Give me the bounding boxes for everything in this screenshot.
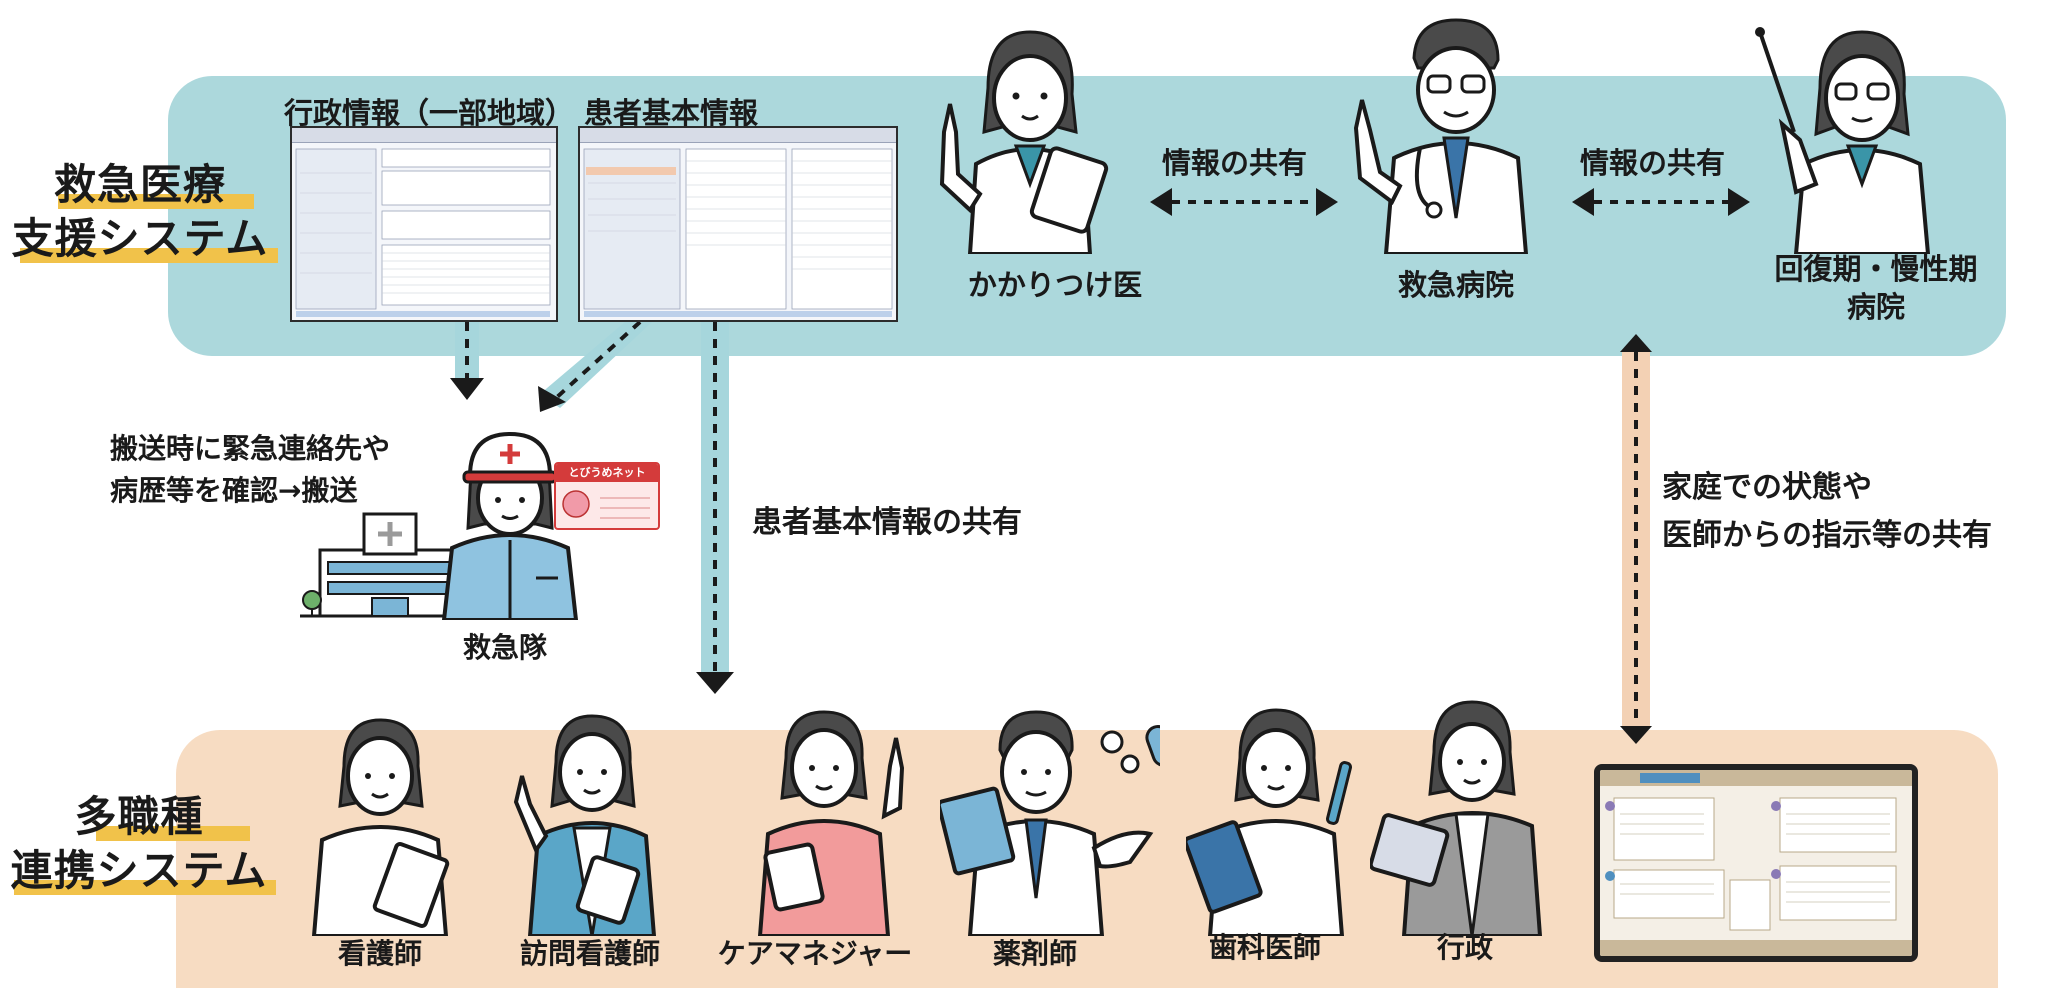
- home-status-share-label: 家庭での状態や 医師からの指示等の共有: [1662, 464, 1992, 560]
- emergency-doctor-illustration: [1353, 18, 1529, 254]
- card-body: [562, 490, 650, 519]
- recovery-hospital-label-line1: 回復期・慢性期: [1774, 252, 1978, 286]
- dentist-illustration: [1186, 708, 1353, 936]
- patient-info-share-label: 患者基本情報の共有: [752, 505, 1022, 540]
- card-title: とびうめネット: [556, 464, 658, 482]
- role-label-care-manager: ケアマネジャー: [717, 937, 913, 970]
- home-status-line1: 家庭での状態や: [1662, 470, 1872, 505]
- role-label-visiting-nurse: 訪問看護師: [519, 937, 660, 970]
- multi-system-tablet-screenshot: [1594, 764, 1918, 962]
- ambulance-note-line2: 病歴等を確認→搬送: [110, 474, 358, 507]
- admin-info-label: 行政情報（一部地域）: [284, 96, 575, 130]
- pharmacist-illustration: [940, 710, 1160, 936]
- visiting-nurse-illustration: [513, 714, 657, 936]
- emergency-title-line2: 支援システム: [11, 214, 269, 263]
- recovery-hospital-label: 回復期・慢性期 病院: [1756, 250, 1996, 326]
- tobiume-net-card: とびうめネット: [554, 462, 660, 530]
- family-doctor-illustration: [939, 30, 1109, 254]
- nurse-illustration: [311, 718, 450, 936]
- hospital-building-icon: [300, 512, 470, 618]
- ambulance-note-line1: 搬送時に緊急連絡先や: [110, 432, 391, 465]
- recovery-hospital-label-line2: 病院: [1846, 290, 1905, 324]
- ambulance-crew-label: 救急隊: [462, 631, 547, 664]
- role-label-dentist: 歯科医師: [1208, 931, 1321, 964]
- multi-title-line2: 連携システム: [10, 846, 268, 895]
- care-manager-illustration: [757, 710, 905, 936]
- emergency-system-title: 救急医療 支援システム: [10, 158, 278, 266]
- admin-screen-content: [295, 148, 551, 317]
- multi-title-line1: 多職種: [74, 792, 204, 841]
- admin-info-screenshot: [290, 126, 558, 322]
- role-label-administration: 行政: [1436, 931, 1493, 964]
- emergency-title-line1: 救急医療: [53, 160, 226, 209]
- info-share-left-label: 情報の共有: [1162, 146, 1308, 180]
- role-label-nurse: 看護師: [337, 937, 422, 970]
- info-share-right-label: 情報の共有: [1580, 146, 1726, 180]
- patient-info-screenshot: [578, 126, 898, 322]
- patient-info-label: 患者基本情報: [584, 96, 759, 130]
- patient-screen-content: [583, 148, 893, 317]
- tablet-screen-content: [1600, 770, 1912, 956]
- recovery-hospital-doctor-illustration: [1755, 27, 1931, 254]
- administration-staff-illustration: [1370, 700, 1543, 936]
- role-label-pharmacist: 薬剤師: [992, 937, 1077, 970]
- home-status-line2: 医師からの指示等の共有: [1662, 518, 1992, 553]
- multi-system-title: 多職種 連携システム: [4, 790, 276, 898]
- ambulance-note: 搬送時に緊急連絡先や 病歴等を確認→搬送: [110, 428, 390, 512]
- family-doctor-label: かかりつけ医: [967, 268, 1143, 302]
- emergency-hospital-label: 救急病院: [1397, 268, 1514, 302]
